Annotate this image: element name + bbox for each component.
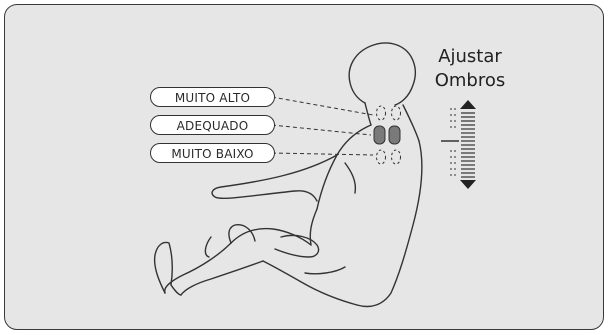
arm-outline <box>211 154 338 202</box>
level-label-too-high: MUITO ALTO <box>150 87 275 107</box>
title-line-2: Ombros <box>434 70 506 91</box>
level-label-adequate: ADEQUADO <box>150 115 275 135</box>
seated-person-illustration <box>153 42 476 308</box>
down-arrow-icon <box>460 180 476 189</box>
adjust-shoulders-title: Ajustar Ombros <box>425 45 515 93</box>
shoulder-adjust-panel: MUITO ALTO ADEQUADO MUITO BAIXO Ajustar … <box>4 4 604 330</box>
level-label-too-low: MUITO BAIXO <box>150 143 275 163</box>
up-arrow-icon <box>460 100 476 109</box>
leader-line-ok <box>271 124 372 136</box>
back-outline <box>356 140 423 308</box>
leg-outline <box>230 227 312 246</box>
massage-roller-icon <box>376 105 401 165</box>
shoulder-adjust-slider-icon <box>441 100 476 189</box>
leader-line-high <box>271 96 374 116</box>
title-line-1: Ajustar <box>438 46 502 67</box>
leader-line-low <box>271 152 374 156</box>
head-outline <box>348 42 416 106</box>
